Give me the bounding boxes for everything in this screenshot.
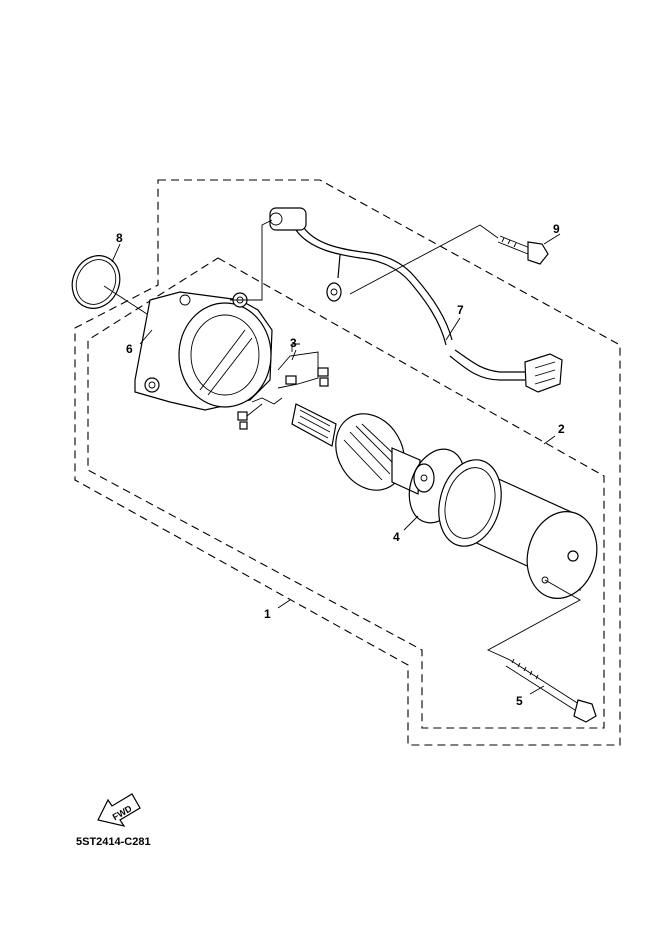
through-bolt-part-5: [505, 658, 597, 723]
callout-1: 1: [264, 607, 271, 621]
callout-7: 7: [457, 303, 464, 317]
yoke-part-2: [438, 459, 598, 600]
callout-6: 6: [126, 342, 133, 356]
fwd-arrow-icon: FWD: [97, 793, 141, 827]
brush-holder-part-3: [237, 343, 329, 430]
lead-wire-part-7: [269, 207, 563, 393]
bolt-part-9: [497, 235, 549, 265]
callout-5: 5: [516, 694, 523, 708]
o-ring-part-8: [71, 255, 121, 309]
callout-8: 8: [116, 231, 123, 245]
assembly-2-outline: [87, 257, 605, 729]
drawing-code: 5ST2414-C281: [76, 836, 151, 848]
callout-2: 2: [558, 422, 565, 436]
callout-3: 3: [290, 336, 297, 350]
front-housing: [134, 291, 273, 411]
callout-4: 4: [393, 530, 400, 544]
callout-9: 9: [553, 222, 560, 236]
armature: [291, 403, 435, 495]
